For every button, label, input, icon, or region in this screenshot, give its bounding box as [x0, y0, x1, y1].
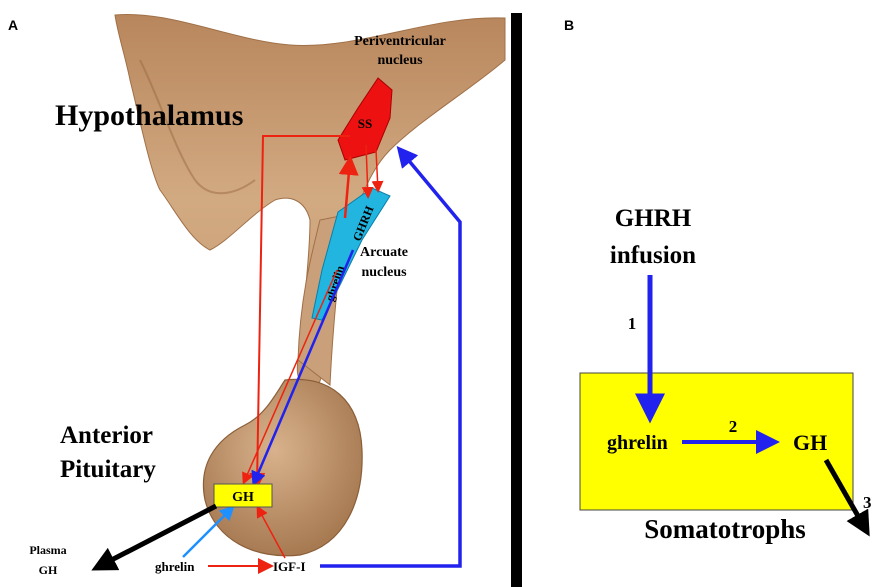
panel-b-letter: B	[564, 17, 574, 33]
step-1-label: 1	[628, 314, 637, 333]
igf-label: IGF-I	[273, 559, 306, 574]
gh-box-label: GH	[232, 490, 254, 505]
gh-label: GH	[793, 430, 827, 455]
gh-to-plasma-black-arrow	[98, 506, 216, 567]
ss-label: SS	[358, 116, 372, 131]
panel-divider	[511, 13, 522, 587]
pituitary-label-line2: Pituitary	[60, 456, 156, 483]
pituitary-label-line1: Anterior	[60, 422, 153, 449]
panel-a-letter: A	[8, 17, 18, 33]
ghrelin-bottom-label: ghrelin	[155, 559, 195, 574]
step-3-label: 3	[863, 493, 872, 512]
panel-b: B GHRH infusion 1 ghrelin 2 GH 3 Somatot…	[564, 17, 872, 544]
plasma-label-line2: GH	[39, 563, 58, 577]
periventricular-label-line2: nucleus	[377, 53, 423, 68]
pituitary-gland	[203, 379, 362, 555]
arcuate-label-line2: nucleus	[361, 265, 407, 280]
infusion-label-line2: infusion	[610, 242, 696, 269]
infusion-label-line1: GHRH	[615, 205, 692, 232]
step-2-label: 2	[729, 417, 738, 436]
somatotrophs-label: Somatotrophs	[644, 514, 806, 544]
hypothalamus-title: Hypothalamus	[55, 99, 243, 132]
plasma-label-line1: Plasma	[29, 543, 66, 557]
ghrelin-label: ghrelin	[607, 432, 668, 454]
panel-a: A Hypothalamus Periventricular nucleus S…	[8, 14, 505, 577]
arcuate-label-line1: Arcuate	[360, 245, 408, 260]
periventricular-label-line1: Periventricular	[354, 34, 446, 49]
